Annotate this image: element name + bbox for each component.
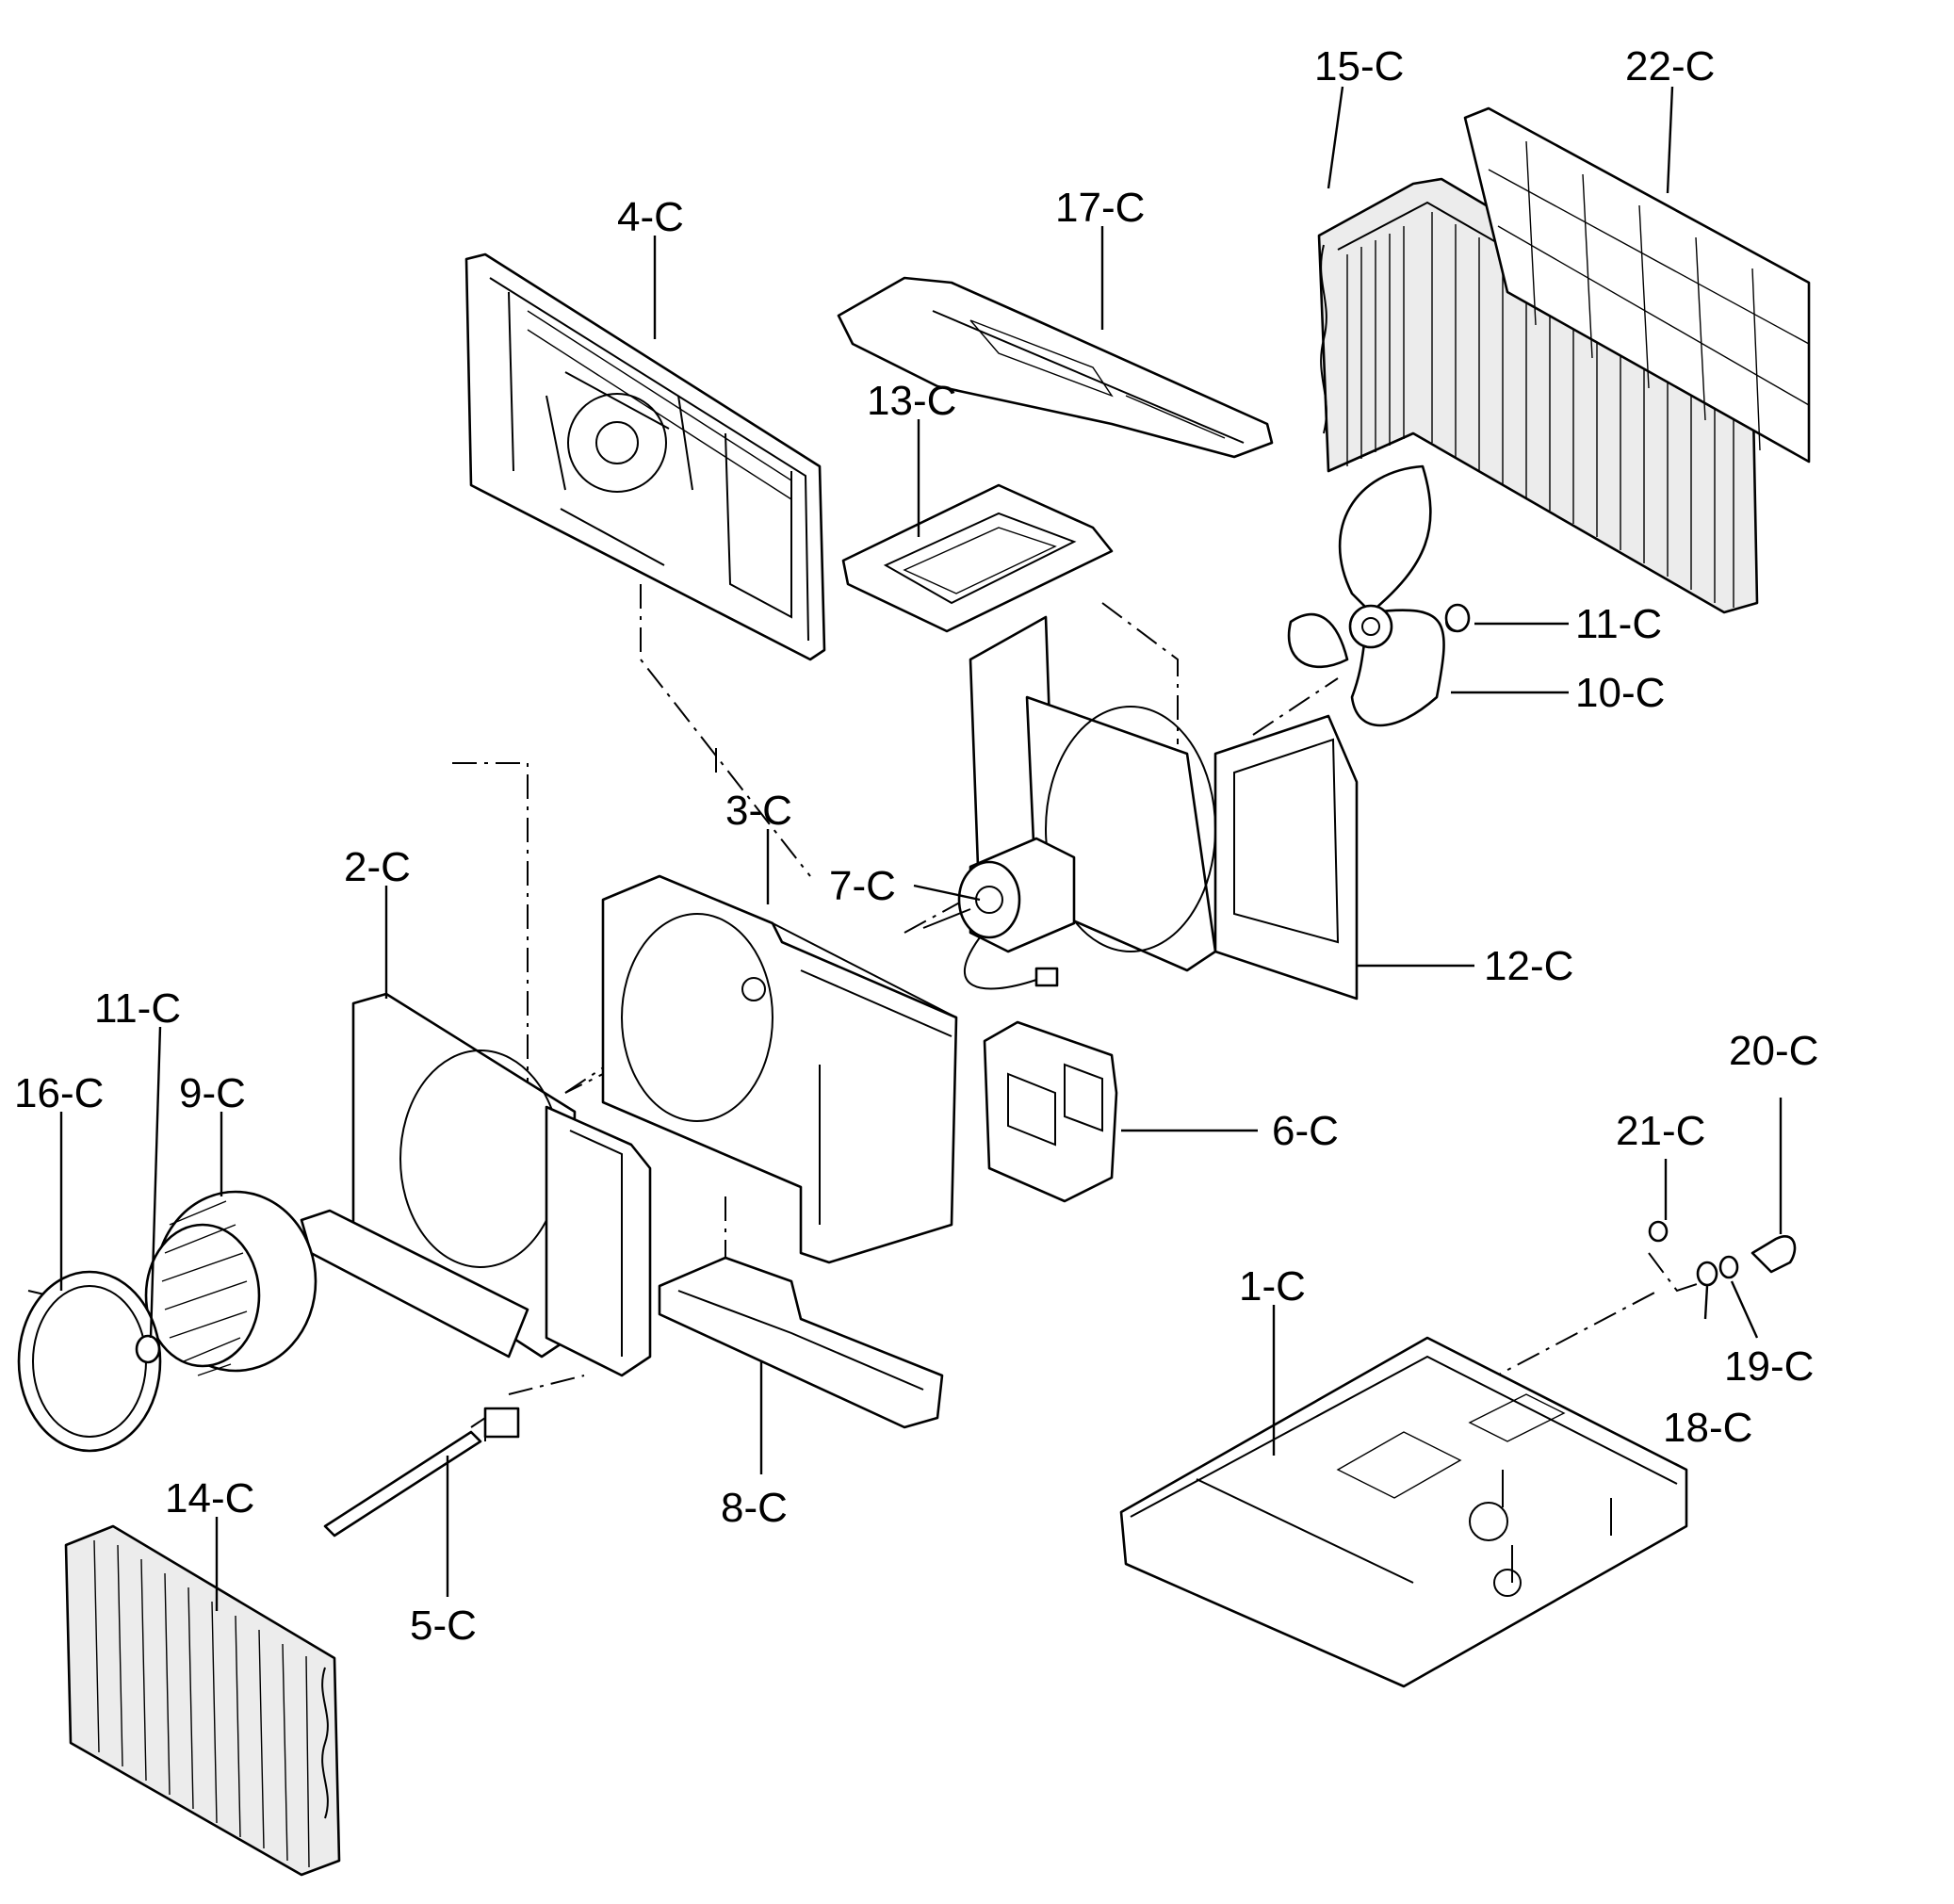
label-12c: 12-C [1484,943,1573,989]
part-20c-drain-elbow [1750,1235,1797,1274]
part-6c-control-bracket [983,1020,1118,1203]
part-11c-clip-left [135,1334,161,1364]
label-13c: 13-C [867,378,956,424]
part-2c-partition [300,992,652,1377]
label-10c: 10-C [1575,670,1665,716]
part-21c-cap [1648,1220,1669,1243]
label-18c: 18-C [1663,1405,1752,1451]
part-8c-base-channel [658,1256,944,1429]
label-11c-left: 11-C [94,985,181,1032]
label-5c: 5-C [410,1603,477,1649]
callout-labels: 15-C 22-C 4-C 17-C 13-C 11-C 10-C 3-C 7-… [14,43,1818,1649]
label-6c: 6-C [1272,1108,1339,1154]
part-15c-evaporator-coil [1317,177,1759,614]
part-4c-top-panel [464,252,826,661]
part-11c-clip-right [1444,603,1471,633]
label-8c: 8-C [721,1485,788,1531]
part-17c-top-cover [837,276,1274,459]
label-1c: 1-C [1239,1263,1306,1310]
part-18c-washer [1696,1261,1718,1287]
label-4c: 4-C [617,194,684,240]
part-19c-nut [1718,1255,1739,1279]
part-16c-orifice-ring [17,1270,162,1453]
label-19c: 19-C [1724,1343,1814,1390]
label-20c: 20-C [1729,1028,1818,1074]
label-17c: 17-C [1055,185,1145,231]
label-15c: 15-C [1314,43,1404,90]
label-21c: 21-C [1616,1108,1705,1154]
part-3c-scroll-housing [601,874,958,1264]
part-9c-blower-wheel [144,1190,318,1376]
part-22c-filter-grille [1463,106,1811,464]
part-1c-base-pan [1119,1336,1688,1688]
assembly-lines [27,584,1706,1395]
part-13c-bracket-plate [841,483,1114,633]
part-7c-fan-motor [922,837,1076,990]
label-3c: 3-C [725,788,792,834]
label-14c: 14-C [165,1475,254,1522]
leader-lines [59,86,1783,1611]
label-9c: 9-C [179,1070,246,1116]
part-5c-sensor-probe [323,1407,520,1538]
label-7c: 7-C [829,863,896,909]
label-11c-right: 11-C [1575,601,1662,647]
part-10c-axial-fan [1287,464,1466,727]
label-16c: 16-C [14,1070,104,1116]
label-2c: 2-C [344,844,411,890]
part-12c-condenser-shroud [969,615,1359,1001]
part-14c-condenser-coil [64,1524,341,1877]
label-22c: 22-C [1625,43,1715,90]
